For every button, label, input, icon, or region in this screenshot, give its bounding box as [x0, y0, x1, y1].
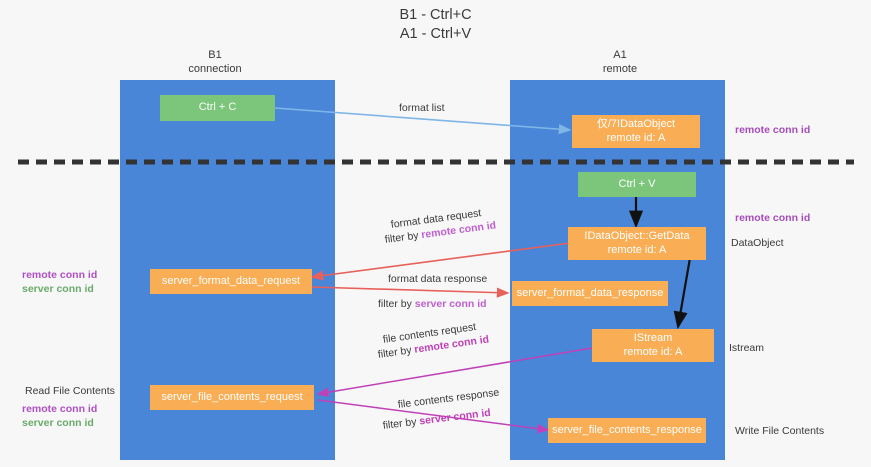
filter-value-server-conn-id: server conn id: [418, 406, 492, 428]
lane-header-b1: B1 connection: [188, 49, 242, 75]
node-server-file-contents-request[interactable]: server_file_contents_request: [150, 385, 314, 410]
filter-value-server-conn-id: server conn id: [414, 298, 487, 310]
node-server-file-contents-response[interactable]: server_file_contents_response: [548, 418, 706, 443]
node-idataobject-getdata[interactable]: IDataObject::GetData remote id: A: [568, 227, 706, 260]
node-ctrl-c[interactable]: Ctrl + C: [160, 95, 275, 121]
annotation-conn-ids-bottom: remote conn id server conn id: [22, 402, 97, 430]
node-server-format-data-response[interactable]: server_format_data_response: [512, 281, 668, 306]
filter-prefix: filter by: [384, 229, 423, 246]
node-istream[interactable]: IStream remote id: A: [592, 329, 714, 362]
annotation-server-conn-id-left-mid: server conn id: [22, 283, 94, 295]
annotation-dataobject: DataObject: [731, 237, 784, 249]
annotation-istream: Istream: [729, 342, 765, 354]
diagram-title: B1 - Ctrl+C A1 - Ctrl+V: [399, 7, 472, 42]
annotation-write-file-contents: Write File Contents: [735, 425, 825, 437]
filter-prefix: filter by: [382, 415, 421, 432]
annotation-remote-conn-id-mid: remote conn id: [735, 212, 811, 224]
filter-prefix: filter by: [378, 298, 415, 310]
annotation-conn-ids-mid: remote conn id server conn id: [22, 268, 97, 296]
annotation-remote-conn-id-top: remote conn id: [735, 124, 811, 136]
node-server-format-data-request[interactable]: server_format_data_request: [150, 269, 312, 294]
annotation-read-file-contents: Read File Contents: [25, 385, 115, 397]
edge-label-format-data-response: format data response: [388, 273, 488, 285]
node-idataobject[interactable]: 仅/7IDataObject remote id: A: [572, 115, 700, 148]
node-ctrl-v[interactable]: Ctrl + V: [578, 172, 696, 197]
annotation-server-conn-id-left-bottom: server conn id: [22, 417, 94, 429]
annotation-remote-conn-id-left-bottom: remote conn id: [22, 403, 98, 415]
lane-header-a1: A1 remote: [602, 49, 638, 75]
edge-label-format-list: format list: [399, 102, 445, 114]
edge-label-format-data-response-filter: filter by server conn id: [378, 297, 487, 312]
annotation-remote-conn-id-left-mid: remote conn id: [22, 269, 98, 281]
filter-prefix: filter by: [377, 343, 416, 361]
